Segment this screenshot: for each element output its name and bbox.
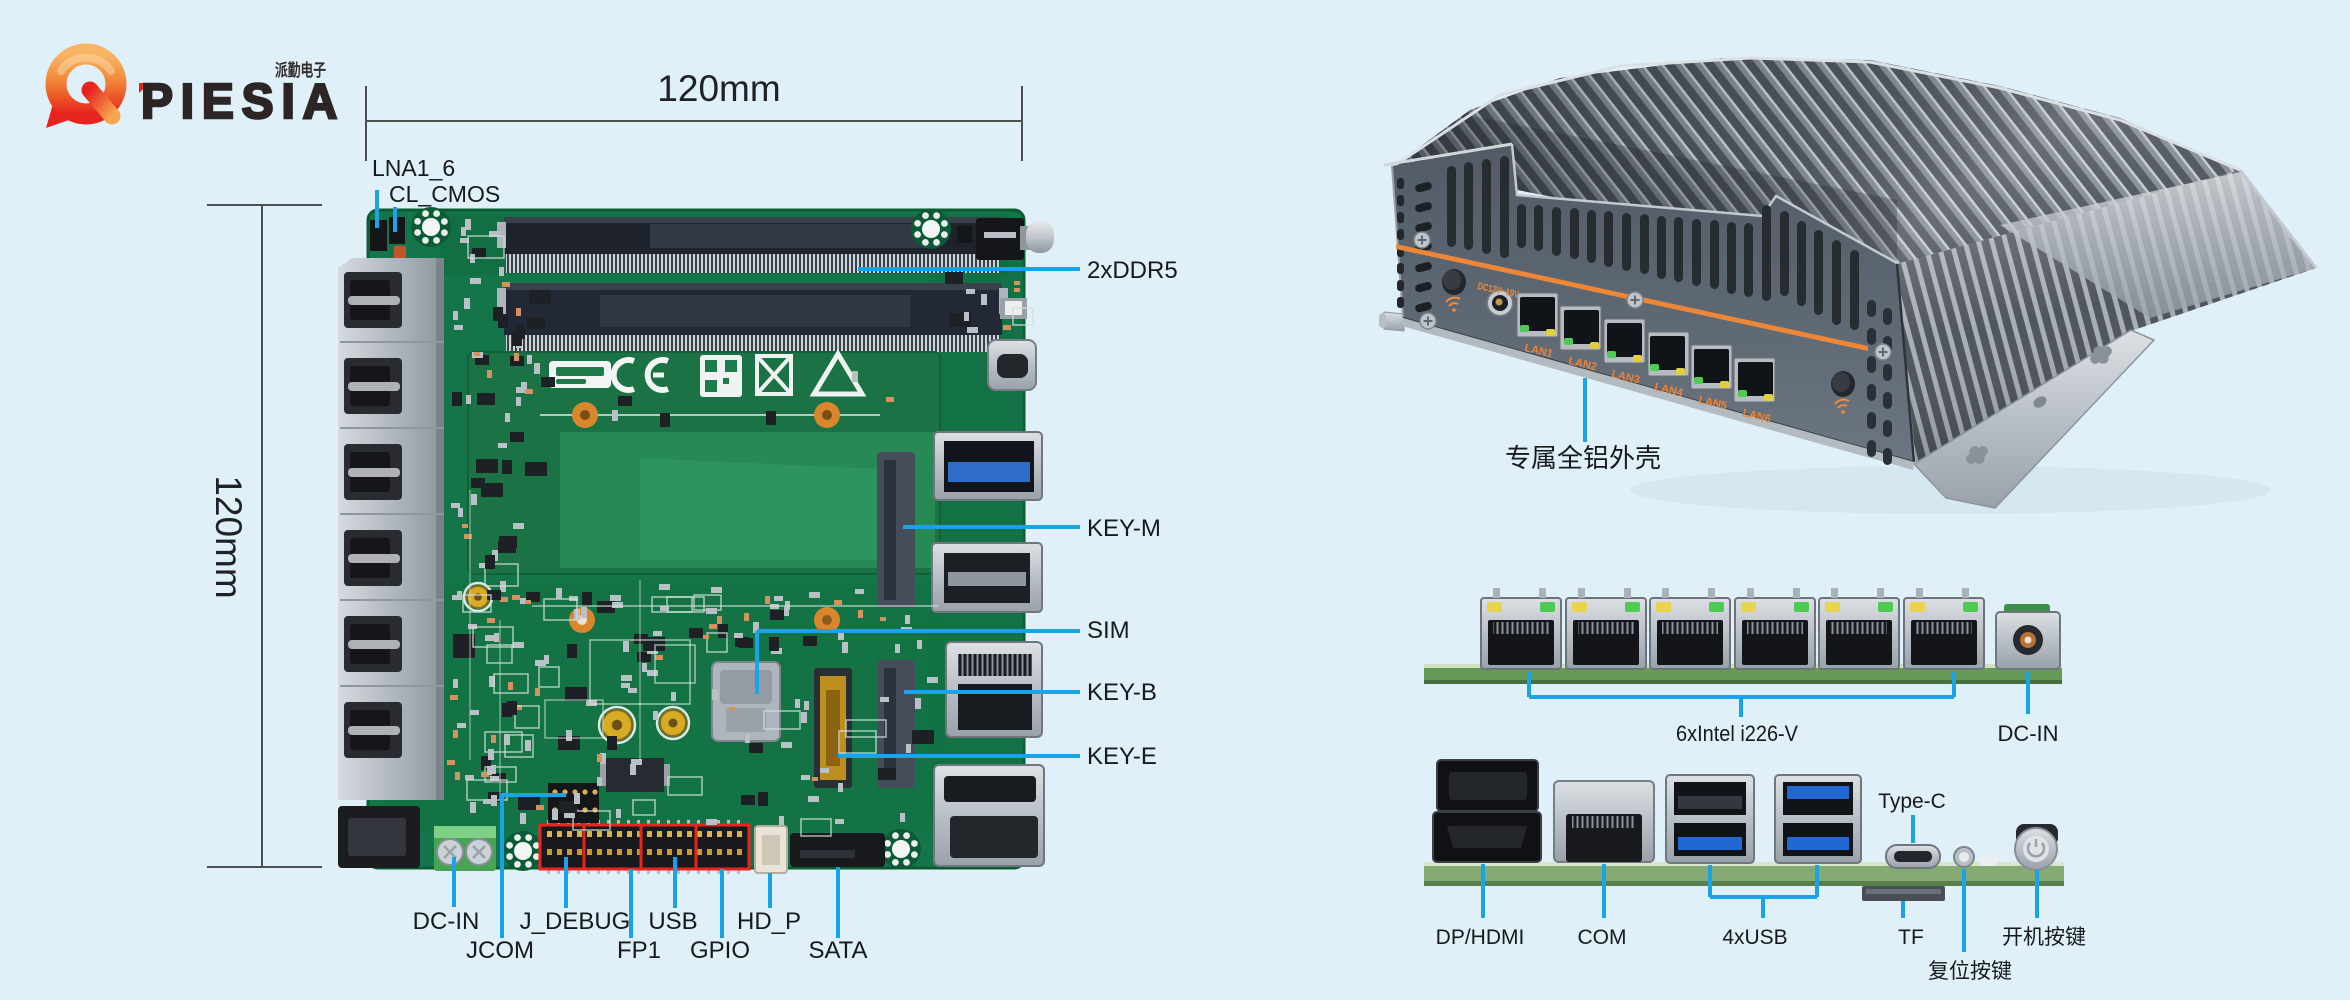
svg-text:HD_P: HD_P xyxy=(737,908,801,935)
svg-text:KEY-B: KEY-B xyxy=(1087,679,1157,706)
svg-text:120mm: 120mm xyxy=(208,475,249,598)
svg-text:JCOM: JCOM xyxy=(466,937,534,964)
svg-text:开机按键: 开机按键 xyxy=(2002,926,2086,949)
svg-text:DP/HDMI: DP/HDMI xyxy=(1436,926,1525,949)
svg-text:120mm: 120mm xyxy=(657,68,780,109)
svg-text:专属全铝外壳: 专属全铝外壳 xyxy=(1505,443,1661,473)
svg-text:6xIntel i226-V: 6xIntel i226-V xyxy=(1676,721,1798,746)
svg-text:TF: TF xyxy=(1898,926,1924,949)
svg-text:KEY-E: KEY-E xyxy=(1087,743,1157,770)
svg-text:DC-IN: DC-IN xyxy=(1997,721,2058,746)
svg-text:COM: COM xyxy=(1578,926,1627,949)
svg-text:Type-C: Type-C xyxy=(1878,790,1946,813)
svg-text:USB: USB xyxy=(648,908,697,935)
svg-text:CL_CMOS: CL_CMOS xyxy=(389,181,500,207)
svg-text:DC-IN: DC-IN xyxy=(413,908,480,935)
svg-text:PIESIA: PIESIA xyxy=(141,75,345,129)
svg-text:复位按键: 复位按键 xyxy=(1928,960,2012,983)
svg-text:KEY-M: KEY-M xyxy=(1087,515,1161,542)
svg-text:派勤电子: 派勤电子 xyxy=(275,60,326,80)
svg-text:FP1: FP1 xyxy=(617,937,661,964)
svg-text:LNA1_6: LNA1_6 xyxy=(372,155,455,181)
svg-text:2xDDR5: 2xDDR5 xyxy=(1087,257,1178,284)
svg-text:SIM: SIM xyxy=(1087,617,1130,644)
svg-text:J_DEBUG: J_DEBUG xyxy=(520,908,631,935)
svg-text:GPIO: GPIO xyxy=(690,937,750,964)
svg-text:4xUSB: 4xUSB xyxy=(1722,926,1787,949)
svg-text:SATA: SATA xyxy=(808,937,867,964)
